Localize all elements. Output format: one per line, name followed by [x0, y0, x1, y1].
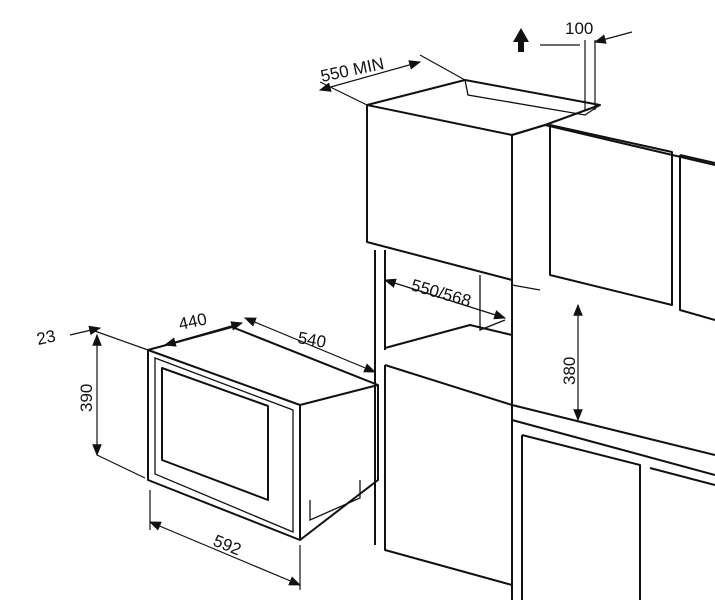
label-niche-depth: 550/568 [409, 276, 473, 311]
label-appliance-height: 390 [77, 384, 96, 412]
tall-unit-niche [374, 250, 715, 600]
ventilation-arrow-icon [513, 28, 529, 52]
label-appliance-width-top: 440 [177, 309, 209, 333]
label-frame-depth: 23 [35, 326, 57, 349]
right-wall-cabinets [511, 124, 715, 456]
dimension-lines [69, 28, 633, 590]
upper-cabinet [366, 79, 715, 281]
label-frame-width: 592 [211, 531, 244, 559]
label-niche-height: 380 [560, 357, 579, 385]
label-vent-gap: 100 [565, 19, 593, 38]
label-appliance-depth: 540 [296, 328, 327, 352]
